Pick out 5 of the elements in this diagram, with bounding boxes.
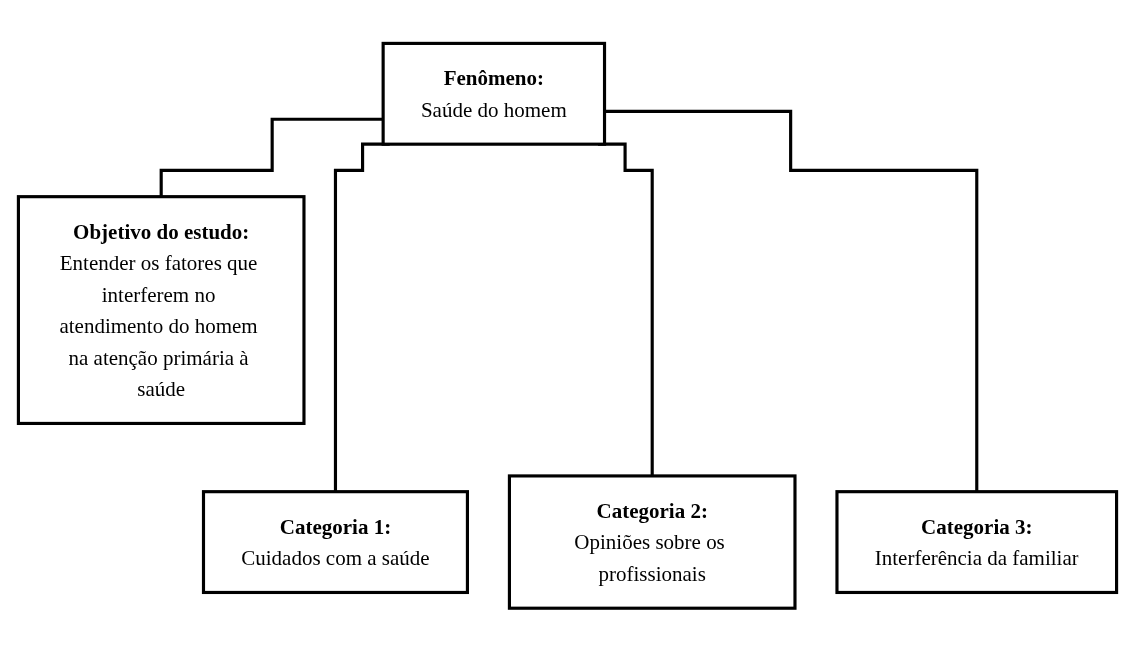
node-box: Fenômeno: Saúde do homem [381,41,607,146]
node-box: Categoria 2: Opiniões sobre os profissionais [507,474,797,610]
node-box: Objetivo do estudo: Entender os fatores que interferem no atendimento do homem na atenção primária à saúde [16,194,306,425]
node-box: Categoria 3: Interferência da familiar [835,489,1119,594]
node-box: Categoria 1: Cuidados com a saúde [201,489,469,594]
